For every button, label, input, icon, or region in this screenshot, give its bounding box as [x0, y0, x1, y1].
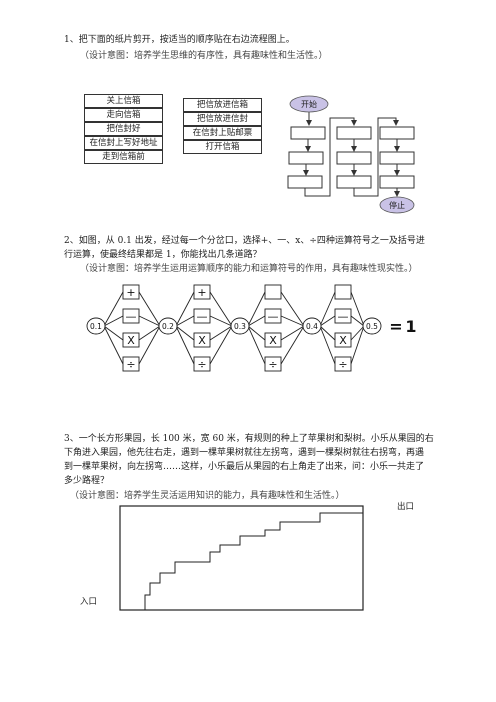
exit-label: 出口 [397, 502, 415, 512]
q1-note: （设计意图：培养学生思维的有序性，具有趣味性和生活性。） [80, 51, 328, 61]
q3-title-line2: 下角进入果园，他先往右走，遇到一棵苹果树就往左拐弯，遇到一棵梨树就往右拐弯，再遇 [64, 448, 425, 458]
op-symbol-c2-r3: X [198, 334, 206, 347]
op-box-c3-r4[interactable] [264, 356, 282, 372]
op-box-c1-r2[interactable] [122, 308, 140, 324]
number-node-5 [362, 317, 382, 335]
op-box-c2-r1[interactable] [193, 284, 211, 300]
q1-title: 1、把下面的纸片剪开，按适当的顺序贴在右边流程图上。 [64, 35, 295, 45]
stop-oval [379, 196, 415, 214]
op-symbol-c1-r3: X [127, 334, 135, 347]
slip-seal-letter[interactable]: 把信封好 [84, 122, 163, 136]
op-box-c2-r4[interactable] [193, 356, 211, 372]
q3-title-line1: 3、一个长方形果园，长 100 米，宽 60 米，有规则的种上了苹果树和梨树。小… [64, 434, 434, 444]
start-oval [289, 95, 329, 113]
result-value: 1 [405, 317, 416, 336]
number-node-3 [230, 317, 250, 335]
entrance-label: 入口 [80, 597, 98, 607]
op-box-c4-r4[interactable] [334, 356, 352, 372]
op-symbol-c2-r4: ÷ [197, 358, 206, 371]
slip-arrive-mailbox[interactable]: 走到信箱前 [84, 150, 163, 164]
q3-title-line4: 多少路程？ [64, 476, 110, 486]
orchard-rect [119, 505, 364, 611]
op-symbol-c1-r4: ÷ [126, 358, 135, 371]
slip-put-letter-in-mailbox[interactable]: 把信放进信箱 [183, 98, 262, 112]
op-symbol-c3-r3: X [269, 334, 277, 347]
slip-put-letter-in-envelope[interactable]: 把信放进信封 [183, 112, 262, 126]
equals-sign: = [389, 317, 402, 336]
number-node-1 [86, 317, 106, 335]
number-node-4 [302, 317, 322, 335]
walking-path [144, 512, 363, 610]
op-symbol-c3-r4: ÷ [268, 358, 277, 371]
number-node-label-4: 0.4 [306, 322, 318, 331]
op-symbol-c2-r1: + [197, 286, 206, 299]
op-box-c3-r1[interactable] [264, 284, 282, 300]
q3-note: （设计意图：培养学生灵活运用知识的能力，具有趣味性和生活性。） [70, 491, 345, 501]
op-box-c3-r3[interactable] [264, 332, 282, 348]
op-symbol-c1-r1: + [126, 286, 135, 299]
number-node-label-3: 0.3 [234, 322, 246, 331]
op-symbol-c3-r2: — [268, 310, 279, 323]
op-symbol-c1-r2: — [126, 310, 137, 323]
op-box-c4-r2[interactable] [334, 308, 352, 324]
number-node-2 [158, 317, 178, 335]
slip-close-mailbox[interactable]: 关上信箱 [84, 94, 163, 108]
q3-title-line3: 到一棵苹果树，向左拐弯……这样，小乐最后从果园的右上角走了出来，问：小乐一共走了 [64, 462, 425, 472]
op-box-c3-r2[interactable] [264, 308, 282, 324]
slip-walk-to-mailbox[interactable]: 走向信箱 [84, 108, 163, 122]
stop-label: 停止 [389, 200, 405, 210]
slip-open-mailbox[interactable]: 打开信箱 [183, 140, 262, 154]
op-symbol-c2-r2: — [197, 310, 208, 323]
op-box-c4-r1[interactable] [334, 284, 352, 300]
op-box-c4-r3[interactable] [334, 332, 352, 348]
op-box-c2-r2[interactable] [193, 308, 211, 324]
start-label: 开始 [301, 99, 317, 109]
op-symbol-c4-r2: — [338, 310, 349, 323]
op-box-c1-r1[interactable] [122, 284, 140, 300]
op-symbol-c4-r3: X [339, 334, 347, 347]
number-node-label-5: 0.5 [366, 322, 378, 331]
op-box-c1-r4[interactable] [122, 356, 140, 372]
q2-title-line2: 行运算，使最终结果都是 1，你能找出几条道路？ [64, 250, 262, 260]
q2-note: （设计意图：培养学生运用运算顺序的能力和运算符号的作用，具有趣味性现实性。） [80, 264, 418, 274]
op-symbol-c4-r4: ÷ [338, 358, 347, 371]
number-node-label-2: 0.2 [162, 322, 174, 331]
slip-write-address[interactable]: 在信封上写好地址 [84, 136, 163, 150]
number-node-label-1: 0.1 [90, 322, 102, 331]
op-box-c2-r3[interactable] [193, 332, 211, 348]
slip-stick-stamp[interactable]: 在信封上贴邮票 [183, 126, 262, 140]
q2-title-line1: 2、如图，从 0.1 出发，经过每一个分岔口，选择+、一、x、÷四种运算符号之一… [64, 236, 425, 246]
op-box-c1-r3[interactable] [122, 332, 140, 348]
